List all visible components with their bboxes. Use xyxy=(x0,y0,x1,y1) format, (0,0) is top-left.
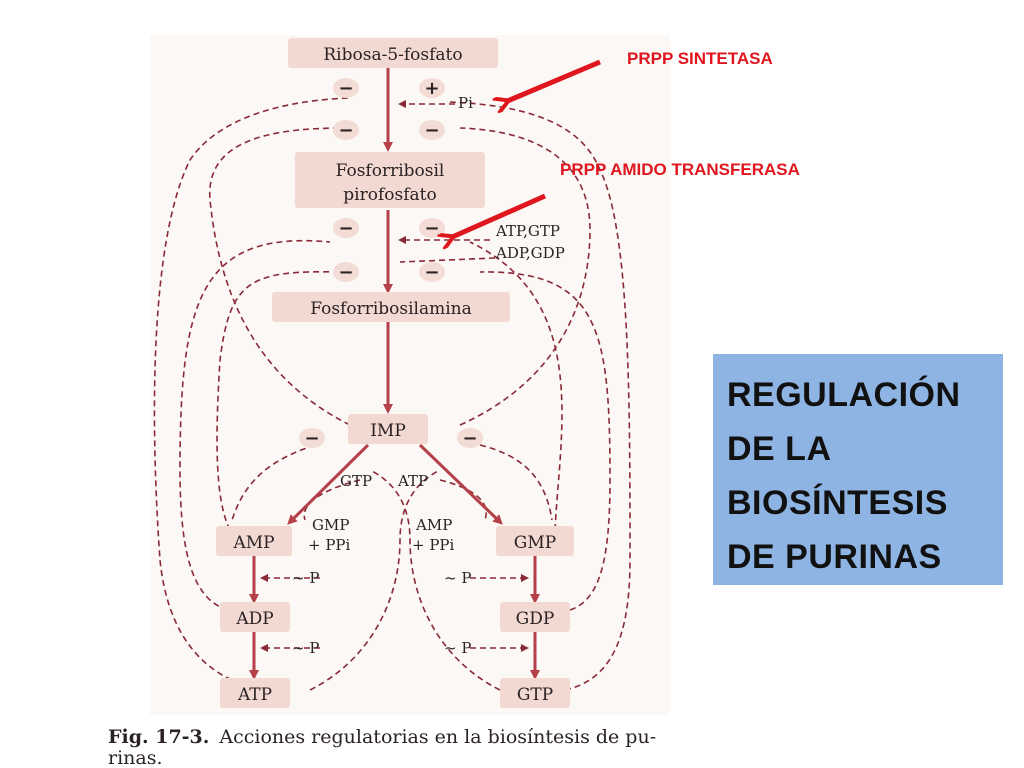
label-atp-cofactor: ATP xyxy=(397,472,428,490)
loop-imp-prpp xyxy=(459,127,591,426)
caption-fig-number: Fig. 17-3. xyxy=(108,726,209,748)
label-tilde-p-adp: ~ P xyxy=(292,569,319,587)
label-amp-product: AMP xyxy=(415,516,452,534)
atp-cofactor-curve xyxy=(439,479,487,521)
title-line-1: REGULACIÓN xyxy=(727,376,961,414)
enzyme-prpp-sintetasa: PRPP SINTETASA xyxy=(627,49,773,68)
feedback-loops xyxy=(153,97,631,691)
enzyme-prpp-amido-transferasa: PRPP AMIDO TRANSFERASA xyxy=(560,160,800,179)
sign-minus-4: − xyxy=(338,218,353,239)
sign-minus-1: − xyxy=(338,78,353,99)
red-arrow-sintetasa xyxy=(505,59,601,102)
node-amp-label: AMP xyxy=(232,533,274,553)
node-gdp: GDP xyxy=(500,602,570,632)
title-line-3: BIOSÍNTESIS xyxy=(727,484,948,522)
label-atp-gtp: ATP,GTP xyxy=(495,222,560,240)
sign-minus-6: − xyxy=(338,262,353,283)
loop-imp-amp xyxy=(231,444,316,521)
label-gmp-product: GMP xyxy=(312,516,349,534)
loop-imp-gmp xyxy=(479,444,553,521)
label-pi: Pi xyxy=(458,94,473,112)
node-gtp-label: GTP xyxy=(517,685,553,705)
loop-gmp-prpp xyxy=(469,241,563,531)
loop-amp-amidotransferase xyxy=(216,270,341,531)
sign-minus-7: − xyxy=(424,262,439,283)
label-tilde-p-atp: ~ P xyxy=(292,639,319,657)
figure-caption-line2: rinas. xyxy=(108,747,163,768)
node-fosforribosilamina: Fosforribosilamina xyxy=(272,292,510,322)
sign-minus-3: − xyxy=(424,120,439,141)
title-box: REGULACIÓN DE LA BIOSÍNTESIS DE PURINAS xyxy=(713,354,1003,585)
loop-imp-ribosa xyxy=(209,127,351,426)
node-gmp: GMP xyxy=(496,526,574,556)
label-gtp-cofactor: GTP xyxy=(340,472,372,490)
main-pathway xyxy=(249,68,540,680)
node-atp-label: ATP xyxy=(237,685,272,705)
node-prpp-label-1: Fosforribosil xyxy=(336,161,445,181)
title-line-2: DE LA xyxy=(727,430,832,468)
arrow-imp-gmp xyxy=(418,443,503,525)
node-prpp-label-2: pirofosfato xyxy=(343,185,436,205)
label-tilde-p-gtp: ~ P xyxy=(444,639,471,657)
node-imp-label: IMP xyxy=(370,421,406,441)
node-prpp: Fosforribosil pirofosfato xyxy=(295,152,485,208)
loop-atp-gmp-branch xyxy=(309,469,441,691)
label-gmp-ppi: + PPi xyxy=(308,536,351,554)
node-gmp-label: GMP xyxy=(514,533,556,553)
arrow-imp-amp xyxy=(287,443,370,525)
loop-gtp-ribosa xyxy=(449,101,631,691)
node-imp: IMP xyxy=(348,414,428,444)
label-adp-gdp: ADP,GDP xyxy=(495,244,565,262)
sign-minus-2: − xyxy=(338,120,353,141)
red-arrow-amidotransferasa xyxy=(450,193,547,238)
node-gdp-label: GDP xyxy=(516,609,555,629)
figure-caption-line1: Fig. 17-3. Acciones regulatorias en la bi… xyxy=(108,726,656,748)
sign-minus-9: − xyxy=(462,428,477,449)
title-line-4: DE PURINAS xyxy=(727,538,942,576)
sign-minus-5: − xyxy=(424,218,439,239)
node-ribosa-label: Ribosa-5-fosfato xyxy=(323,45,462,65)
node-fosforribosilamina-label: Fosforribosilamina xyxy=(310,299,472,319)
sign-minus-8: − xyxy=(304,428,319,449)
node-amp: AMP xyxy=(216,526,292,556)
adp-gdp-line xyxy=(399,257,496,263)
label-amp-ppi: + PPi xyxy=(412,536,455,554)
node-gtp: GTP xyxy=(500,678,570,708)
caption-text-1: Acciones regulatorias en la biosíntesis … xyxy=(218,726,656,748)
sign-plus-1: + xyxy=(424,78,439,99)
label-tilde-p-gdp: ~ P xyxy=(444,569,471,587)
loop-adp-prpp xyxy=(179,240,331,611)
node-atp: ATP xyxy=(220,678,290,708)
node-adp: ADP xyxy=(220,602,290,632)
loop-atp-ribosa xyxy=(153,97,351,691)
loop-gtp-amp-branch xyxy=(369,469,501,691)
node-adp-label: ADP xyxy=(235,609,273,629)
node-ribosa: Ribosa-5-fosfato xyxy=(288,38,498,68)
gtp-cofactor-curve xyxy=(303,479,361,521)
